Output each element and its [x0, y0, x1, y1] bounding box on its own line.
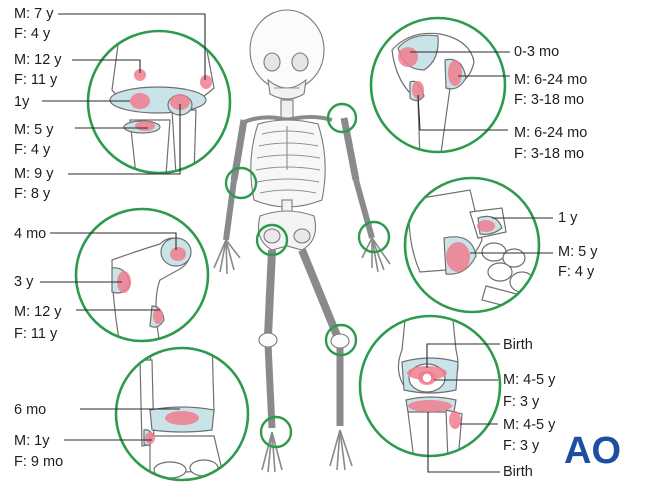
- elbow-marker: [224, 166, 258, 200]
- elbow-label-f3: F: 4 y: [14, 142, 51, 158]
- elbow-label-1y: 1y: [14, 94, 30, 110]
- shoulder-marker: [326, 102, 358, 134]
- wrist-center-1: [477, 220, 495, 232]
- elbow-center-1: [200, 75, 212, 89]
- knee-label-f2: F: 3 y: [503, 438, 540, 454]
- hip-marker: [255, 223, 289, 257]
- hip-label-b: 3 y: [14, 274, 34, 290]
- ao-logo: AO: [564, 430, 621, 472]
- ankle-marker: [259, 415, 293, 449]
- hip-joint-inset: [74, 207, 210, 343]
- knee-label-f1: F: 3 y: [503, 394, 540, 410]
- elbow-label-m4: M: 9 y: [14, 166, 54, 182]
- ankle-center-2: [145, 432, 155, 444]
- joint-markers: [224, 102, 391, 449]
- knee-center-4: [449, 411, 461, 429]
- wrist-label-f: F: 4 y: [558, 264, 595, 280]
- shoulder-center-2: [448, 60, 462, 86]
- hip-center-3: [153, 308, 163, 324]
- knee-label-b: Birth: [503, 464, 533, 480]
- ankle-center-1: [165, 411, 199, 425]
- shoulder-center-3: [412, 81, 424, 99]
- hip-label-m: M: 12 y: [14, 304, 62, 320]
- shoulder-label-m1: M: 6-24 mo: [514, 72, 588, 88]
- ankle-label-a: 6 mo: [14, 402, 47, 418]
- elbow-label-f4: F: 8 y: [14, 186, 51, 202]
- ankle-label-m: M: 1y: [14, 433, 50, 449]
- elbow-label-f2: F: 11 y: [14, 72, 58, 88]
- hip-center-1: [170, 247, 186, 261]
- elbow-label-f1: F: 4 y: [14, 26, 51, 42]
- knee-center-3: [408, 400, 452, 412]
- shoulder-label-f1: F: 3-18 mo: [514, 92, 585, 108]
- wrist-label-a: 1 y: [558, 210, 578, 226]
- hip-center-2: [117, 271, 131, 293]
- elbow-joint-inset: [86, 29, 232, 175]
- ankle-joint-inset: [114, 346, 250, 482]
- shoulder-joint-inset: [369, 16, 507, 154]
- elbow-center-4: [135, 121, 155, 131]
- knee-label-m1: M: 4-5 y: [503, 372, 556, 388]
- wrist-center-2: [446, 242, 470, 272]
- knee-joint-inset: [358, 314, 502, 458]
- wrist-joint-inset: [403, 176, 541, 314]
- elbow-center-3: [130, 93, 150, 109]
- wrist-label-m: M: 5 y: [558, 244, 598, 260]
- ao-logo-text: AO: [564, 430, 621, 472]
- shoulder-label-f2: F: 3-18 mo: [514, 146, 585, 162]
- shoulder-label-a: 0-3 mo: [514, 44, 560, 60]
- elbow-center-2: [134, 69, 146, 81]
- hip-label-f: F: 11 y: [14, 326, 58, 342]
- wrist-marker: [357, 220, 391, 254]
- shoulder-label-m2: M: 6-24 mo: [514, 125, 588, 141]
- ankle-label-f: F: 9 mo: [14, 454, 64, 470]
- elbow-center-5: [170, 94, 190, 110]
- skull: [249, 9, 325, 91]
- knee-label-a: Birth: [503, 337, 533, 353]
- leader-lines: [40, 13, 553, 473]
- shoulder-center-1: [398, 47, 418, 67]
- hip-label-a: 4 mo: [14, 226, 47, 242]
- knee-label-m2: M: 4-5 y: [503, 417, 556, 433]
- elbow-label-m1: M: 7 y: [14, 6, 54, 22]
- elbow-label-m3: M: 5 y: [14, 122, 54, 138]
- elbow-label-m2: M: 12 y: [14, 52, 62, 68]
- knee-marker: [324, 323, 358, 357]
